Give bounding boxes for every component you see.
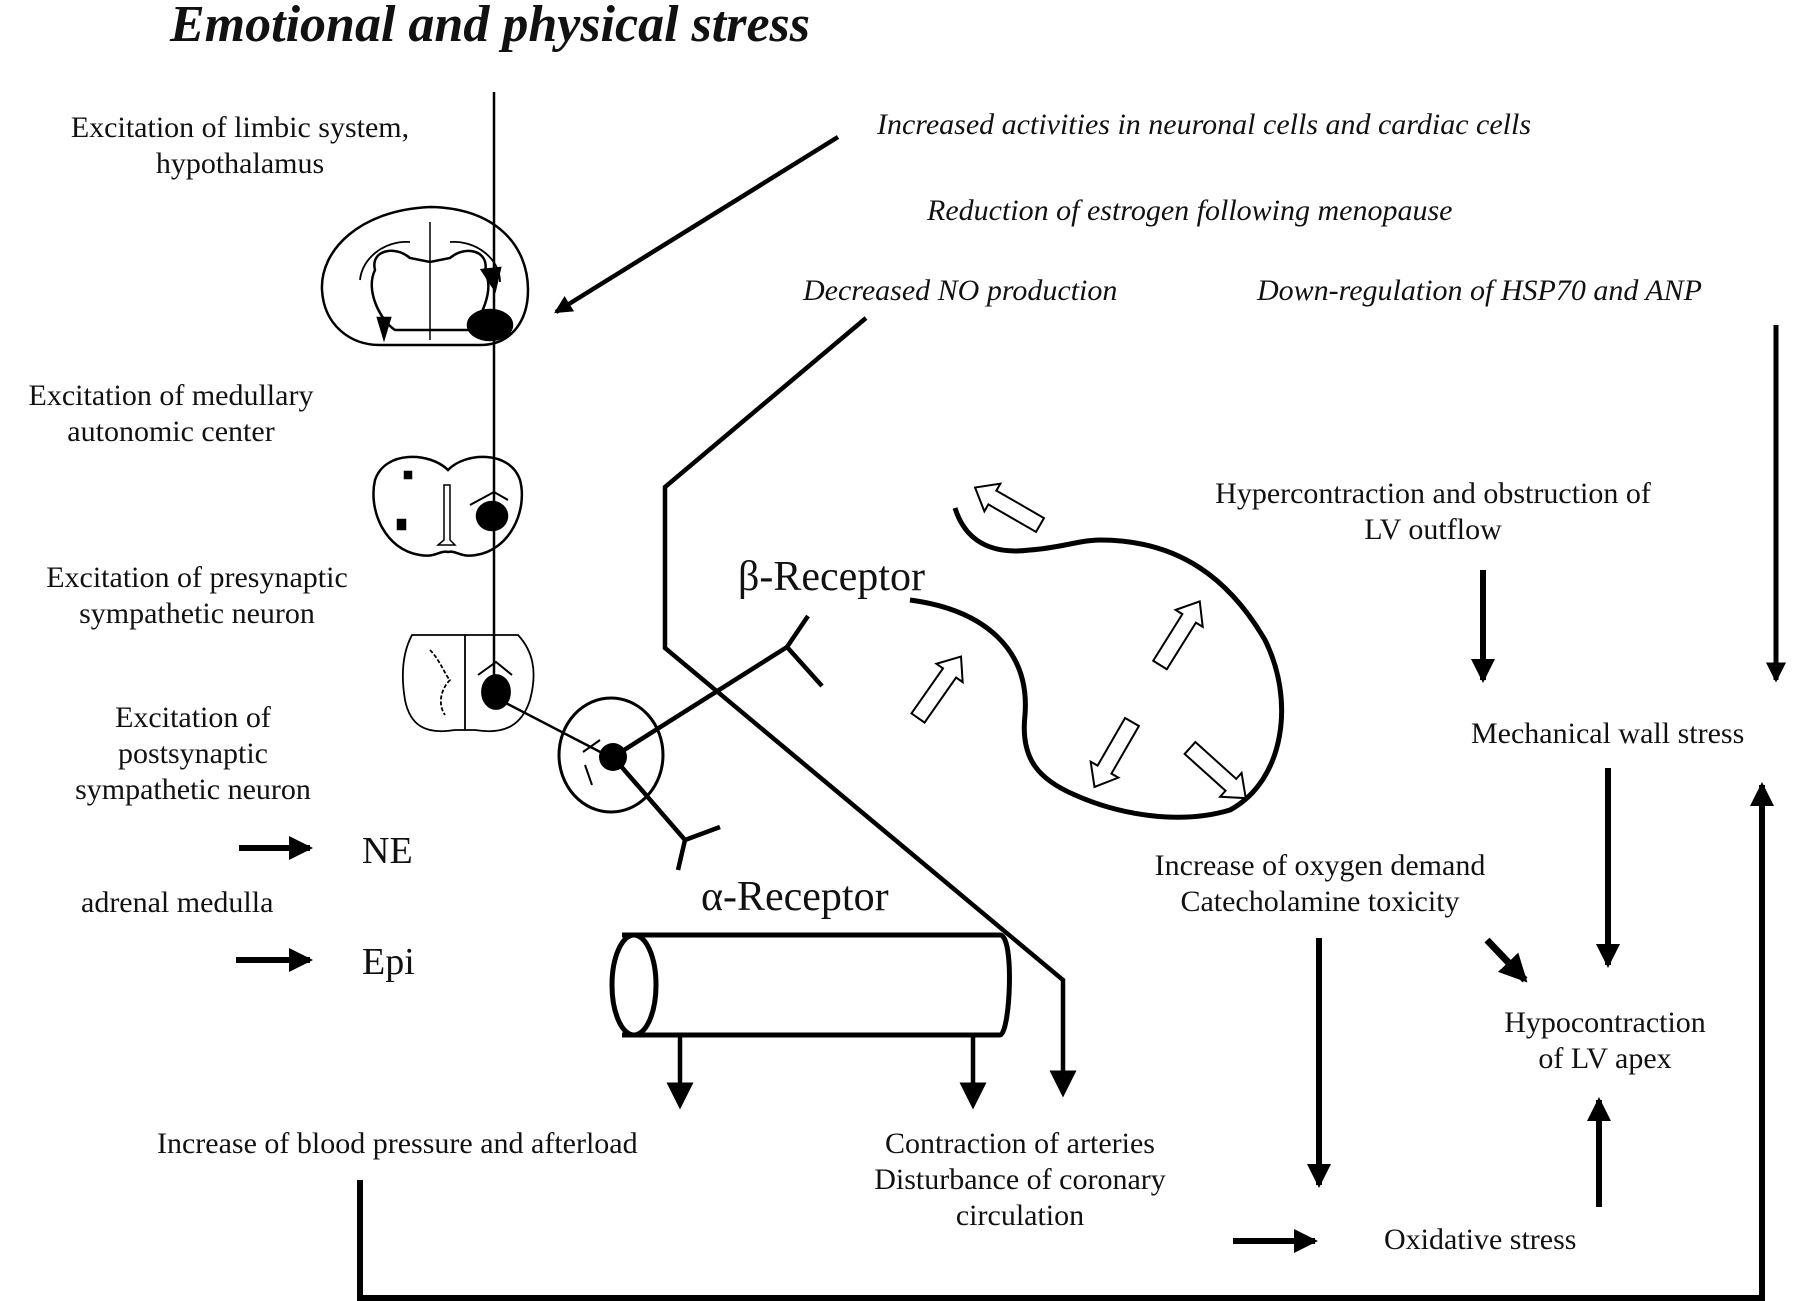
medulla-section-icon: [372, 455, 524, 557]
label-postsynaptic-line3: sympathetic neuron: [75, 773, 311, 806]
label-medullary-line1: Excitation of medullary: [28, 379, 314, 412]
arrow-catecholamine-to-hypocontraction: [1484, 937, 1528, 983]
label-adrenal-medulla: adrenal medulla: [81, 886, 274, 919]
label-wall-stress: Mechanical wall stress: [1471, 717, 1745, 750]
postganglionic-fibers: [611, 614, 824, 871]
label-oxygen-catecholamine: Increase of oxygen demand Catecholamine …: [1155, 848, 1486, 920]
label-oxidative-stress: Oxidative stress: [1384, 1223, 1577, 1256]
label-limbic-line1: Excitation of limbic system,: [70, 111, 410, 144]
outward-arrow-bottom-right-icon: [1183, 740, 1247, 800]
label-epi: Epi: [362, 941, 415, 983]
label-alpha-receptor: α-Receptor: [701, 874, 889, 920]
preganglionic-fiber: [499, 698, 609, 758]
label-hypercontraction-line1: Hypercontraction and obstruction of: [1215, 477, 1651, 510]
label-postsynaptic-line2: postsynaptic: [118, 737, 268, 770]
label-presynaptic-line2: sympathetic neuron: [79, 597, 315, 630]
label-estrogen-reduction: Reduction of estrogen following menopaus…: [927, 194, 1453, 227]
label-catecholamine-toxicity: Catecholamine toxicity: [1180, 885, 1460, 918]
outward-arrow-left-icon: [910, 655, 964, 724]
brain-coronal-section-icon: [320, 205, 530, 347]
label-hypocontraction-line1: Hypocontraction: [1504, 1006, 1706, 1039]
label-hypocontraction: Hypocontraction of LV apex: [1504, 1005, 1706, 1077]
label-arteries-line2: Disturbance of coronary: [874, 1163, 1166, 1196]
label-arteries-line3: circulation: [955, 1199, 1085, 1232]
label-hypercontraction: Hypercontraction and obstruction of LV o…: [1215, 476, 1651, 548]
label-presynaptic-line1: Excitation of presynaptic: [46, 561, 348, 594]
label-oxygen-demand: Increase of oxygen demand: [1154, 849, 1486, 882]
label-presynaptic: Excitation of presynaptic sympathetic ne…: [46, 560, 348, 632]
contraction-arrows: [910, 482, 1247, 800]
outward-arrow-top-right-icon: [1151, 600, 1204, 671]
inward-arrow-top-icon: [973, 482, 1046, 534]
label-medullary-line2: autonomic center: [67, 415, 275, 448]
label-hsp70-anp: Down-regulation of HSP70 and ANP: [1257, 274, 1702, 307]
afterload-feedback-loop: [357, 782, 1774, 1301]
label-medullary: Excitation of medullary autonomic center: [29, 378, 314, 450]
label-beta-receptor: β-Receptor: [738, 554, 925, 600]
label-limbic: Excitation of limbic system, hypothalamu…: [71, 110, 409, 182]
outward-arrow-bottom-left-icon: [1089, 716, 1141, 789]
spinal-cord-section-icon: [401, 634, 535, 733]
artery-cylinder-icon: [609, 932, 1012, 1038]
label-hypercontraction-line2: LV outflow: [1364, 513, 1502, 546]
label-blood-pressure: Increase of blood pressure and afterload: [157, 1127, 638, 1160]
label-arteries: Contraction of arteries Disturbance of c…: [874, 1126, 1166, 1234]
label-hypocontraction-line2: of LV apex: [1538, 1042, 1672, 1075]
label-postsynaptic-line1: Excitation of: [115, 701, 271, 734]
no-pathway-line: [662, 316, 1077, 1098]
label-arteries-line1: Contraction of arteries: [885, 1127, 1155, 1160]
left-ventricle-icon: [909, 507, 1284, 820]
label-limbic-line2: hypothalamus: [155, 147, 325, 180]
label-decreased-no: Decreased NO production: [803, 274, 1118, 307]
label-postsynaptic: Excitation of postsynaptic sympathetic n…: [75, 700, 311, 808]
label-ne: NE: [362, 830, 413, 872]
diagram-title: Emotional and physical stress: [170, 0, 810, 53]
modulator-arrow-brain: [554, 135, 840, 314]
label-increased-activities: Increased activities in neuronal cells a…: [877, 108, 1531, 141]
